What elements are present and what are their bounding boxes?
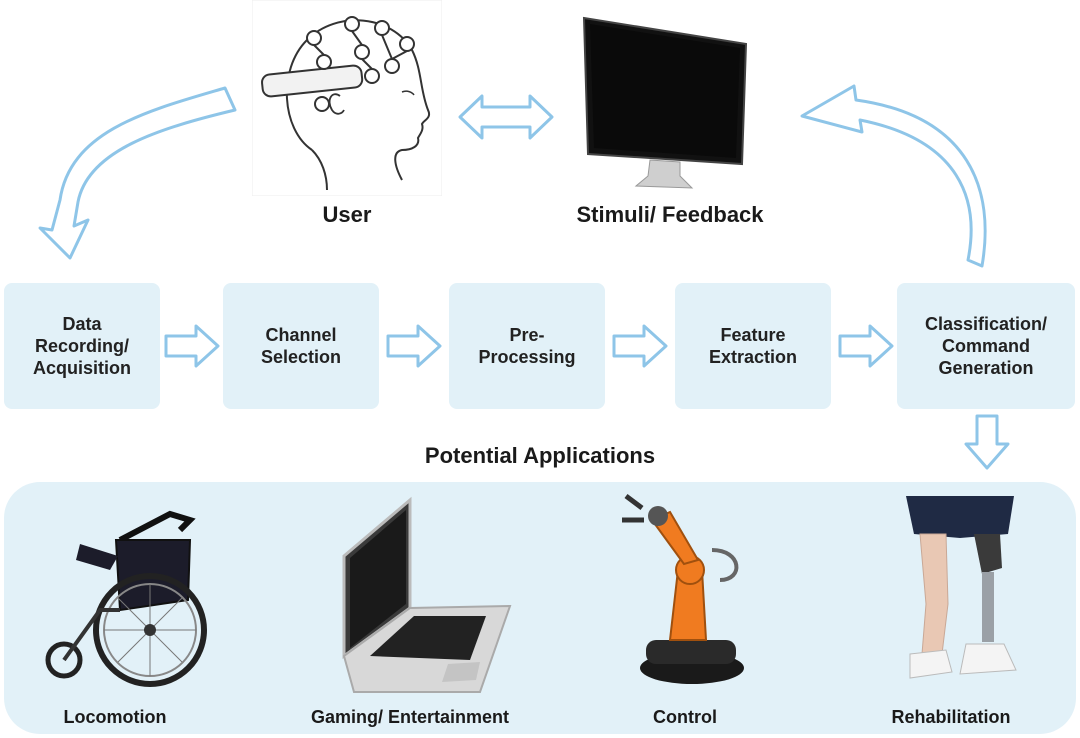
curved-arrow-left-icon: [38, 86, 237, 260]
arrow-right-icon: [612, 324, 668, 368]
wheelchair-icon: [45, 510, 207, 687]
pipeline-step-data-recording: Data Recording/ Acquisition: [4, 283, 160, 409]
prosthetic-leg-icon: [906, 496, 1017, 679]
pipeline-step-feature-extraction: Feature Extraction: [675, 283, 831, 409]
application-label-gaming: Gaming/ Entertainment: [310, 707, 510, 727]
arrow-right-icon: [838, 324, 894, 368]
robot-arm-icon: [622, 494, 744, 684]
applications-title: Potential Applications: [424, 443, 656, 468]
application-label-control: Control: [653, 707, 717, 727]
user-label: User: [322, 202, 372, 227]
bidirectional-arrow-icon: [458, 94, 554, 140]
application-label-locomotion: Locomotion: [63, 707, 167, 727]
pipeline-step-channel-selection: Channel Selection: [223, 283, 379, 409]
eeg-head-icon: [252, 0, 442, 196]
arrow-down-icon: [964, 414, 1010, 470]
stimuli-feedback-label: Stimuli/ Feedback: [576, 202, 764, 227]
application-label-rehabilitation: Rehabilitation: [891, 707, 1011, 727]
curved-arrow-right-icon: [800, 84, 987, 268]
laptop-icon: [342, 496, 512, 693]
monitor-icon: [582, 16, 748, 189]
arrow-right-icon: [164, 324, 220, 368]
arrow-right-icon: [386, 324, 442, 368]
pipeline-step-pre-processing: Pre- Processing: [449, 283, 605, 409]
pipeline-step-classification: Classification/ Command Generation: [897, 283, 1075, 409]
